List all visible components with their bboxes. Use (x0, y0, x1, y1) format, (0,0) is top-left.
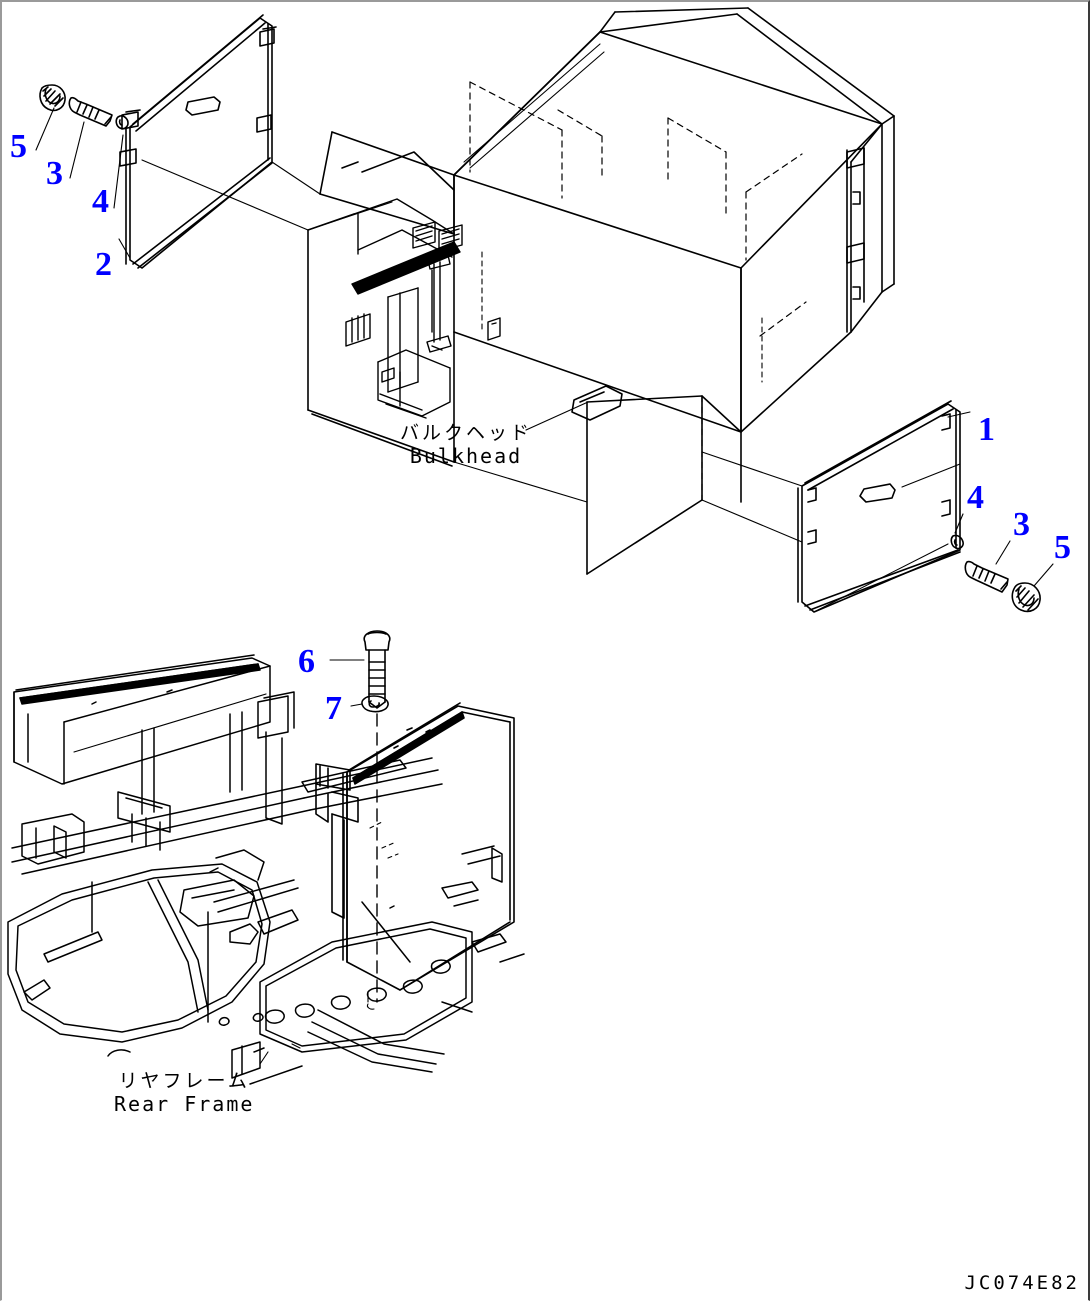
callout-5-left: 5 (10, 128, 27, 165)
caption-bulkhead: バルクヘッド Bulkhead (400, 422, 532, 468)
right-cover-panel (701, 400, 961, 613)
bulkhead-assembly (307, 7, 895, 575)
left-fastener-group (35, 84, 131, 259)
caption-bulkhead-en: Bulkhead (409, 444, 523, 468)
callout-2-left: 2 (95, 246, 112, 283)
drawing-code: JC074E82 (964, 1272, 1080, 1294)
callout-7-lower: 7 (325, 690, 342, 727)
caption-rear-frame-en: Rear Frame (114, 1092, 255, 1116)
callout-5-right: 5 (1054, 529, 1071, 566)
left-cover-panel (119, 14, 393, 269)
caption-bulkhead-jp: バルクヘッド (400, 422, 533, 444)
lower-cover-panel (315, 702, 515, 991)
caption-rear-frame: リヤフレーム Rear Frame (114, 1070, 254, 1116)
right-fastener-group (901, 411, 1054, 613)
callout-4-left: 4 (92, 183, 109, 220)
caption-leaders (259, 401, 589, 1065)
callout-1-right: 1 (978, 411, 995, 448)
callout-4-right: 4 (967, 479, 984, 516)
lower-fastener-group (329, 630, 391, 1003)
bulkhead-internal-components (345, 198, 501, 419)
callout-6-lower: 6 (298, 643, 315, 680)
caption-rear-frame-jp: リヤフレーム (118, 1070, 250, 1092)
rear-frame-structure (7, 654, 525, 1085)
callout-3-left: 3 (46, 155, 63, 192)
callout-3-right: 3 (1013, 506, 1030, 543)
